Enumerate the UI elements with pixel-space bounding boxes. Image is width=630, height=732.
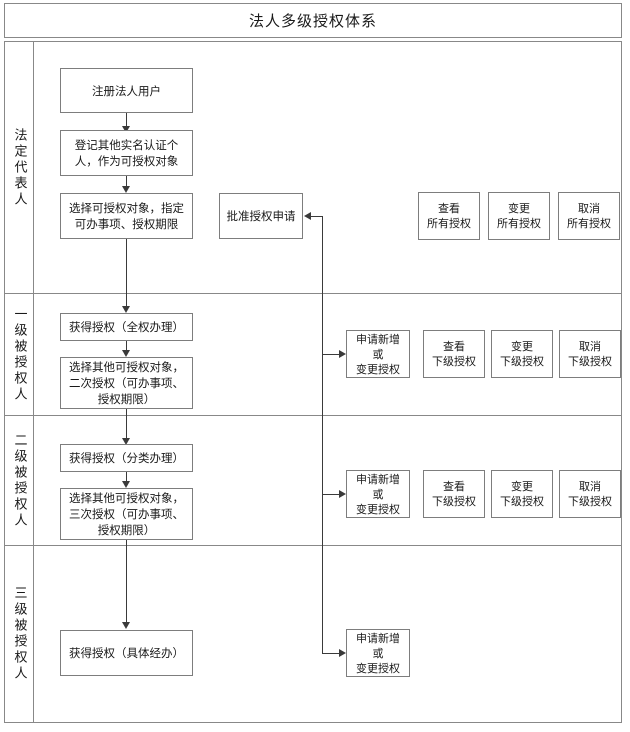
arrow-down-icon — [122, 186, 130, 193]
role-label-level-2: 二级被授权人 — [11, 432, 27, 529]
step-register-verified-individuals[interactable]: 登记其他实名认证个 人，作为可授权对象 — [60, 130, 193, 176]
step-l1-obtain-full-authorization[interactable]: 获得授权（全权办理） — [60, 313, 193, 341]
connector-line — [126, 341, 127, 352]
step-l1-secondary-authorization[interactable]: 选择其他可授权对象， 二次授权（可办事项、 授权期限） — [60, 357, 193, 409]
request-trunk-line — [322, 216, 323, 653]
diagram-body-frame — [4, 41, 622, 723]
connector-line — [126, 113, 127, 129]
diagram-title-bar: 法人多级授权体系 — [4, 3, 622, 38]
action-cancel-all-authorizations[interactable]: 取消 所有授权 — [558, 192, 620, 240]
connector-line — [322, 354, 340, 355]
step-l3-obtain-specific-authorization[interactable]: 获得授权（具体经办） — [60, 630, 193, 676]
action-l1-request-new-or-change[interactable]: 申请新增或 变更授权 — [346, 330, 410, 378]
role-column-divider — [33, 41, 34, 723]
arrow-right-icon — [339, 490, 346, 498]
connector-line — [311, 216, 323, 217]
role-label-legal-representative: 法定代表人 — [11, 127, 27, 208]
role-label-level-1: 一级被授权人 — [11, 306, 27, 403]
arrow-right-icon — [339, 649, 346, 657]
step-approve-authorization-request[interactable]: 批准授权申请 — [219, 193, 303, 239]
connector-line — [126, 472, 127, 483]
step-register-legal-user[interactable]: 注册法人用户 — [60, 68, 193, 113]
arrow-down-icon — [122, 126, 130, 133]
action-modify-all-authorizations[interactable]: 变更 所有授权 — [488, 192, 550, 240]
action-l1-modify-sub-authorizations[interactable]: 变更 下级授权 — [491, 330, 553, 378]
row-divider-1 — [4, 293, 622, 294]
action-l2-modify-sub-authorizations[interactable]: 变更 下级授权 — [491, 470, 553, 518]
connector-line — [126, 540, 127, 625]
connector-line — [126, 239, 127, 309]
arrow-left-icon — [304, 212, 311, 220]
step-select-authorization-targets[interactable]: 选择可授权对象，指定 可办事项、授权期限 — [60, 193, 193, 239]
step-l2-tertiary-authorization[interactable]: 选择其他可授权对象， 三次授权（可办事项、 授权期限） — [60, 488, 193, 540]
row-divider-2 — [4, 415, 622, 416]
action-l3-request-new-or-change[interactable]: 申请新增或 变更授权 — [346, 629, 410, 677]
arrow-down-icon — [122, 622, 130, 629]
role-label-level-3: 三级被授权人 — [11, 586, 27, 682]
action-l2-view-sub-authorizations[interactable]: 查看 下级授权 — [423, 470, 485, 518]
connector-line — [126, 176, 127, 187]
action-l2-request-new-or-change[interactable]: 申请新增或 变更授权 — [346, 470, 410, 518]
arrow-right-icon — [339, 350, 346, 358]
connector-line — [126, 409, 127, 441]
arrow-down-icon — [122, 438, 130, 445]
action-l1-cancel-sub-authorizations[interactable]: 取消 下级授权 — [559, 330, 621, 378]
action-l1-view-sub-authorizations[interactable]: 查看 下级授权 — [423, 330, 485, 378]
arrow-down-icon — [122, 481, 130, 488]
action-view-all-authorizations[interactable]: 查看 所有授权 — [418, 192, 480, 240]
page-title: 法人多级授权体系 — [248, 12, 377, 30]
arrow-down-icon — [122, 350, 130, 357]
arrow-down-icon — [122, 306, 130, 313]
connector-line — [322, 494, 340, 495]
connector-line — [322, 653, 340, 654]
step-l2-obtain-category-authorization[interactable]: 获得授权（分类办理） — [60, 444, 193, 472]
action-l2-cancel-sub-authorizations[interactable]: 取消 下级授权 — [559, 470, 621, 518]
row-divider-3 — [4, 545, 622, 546]
